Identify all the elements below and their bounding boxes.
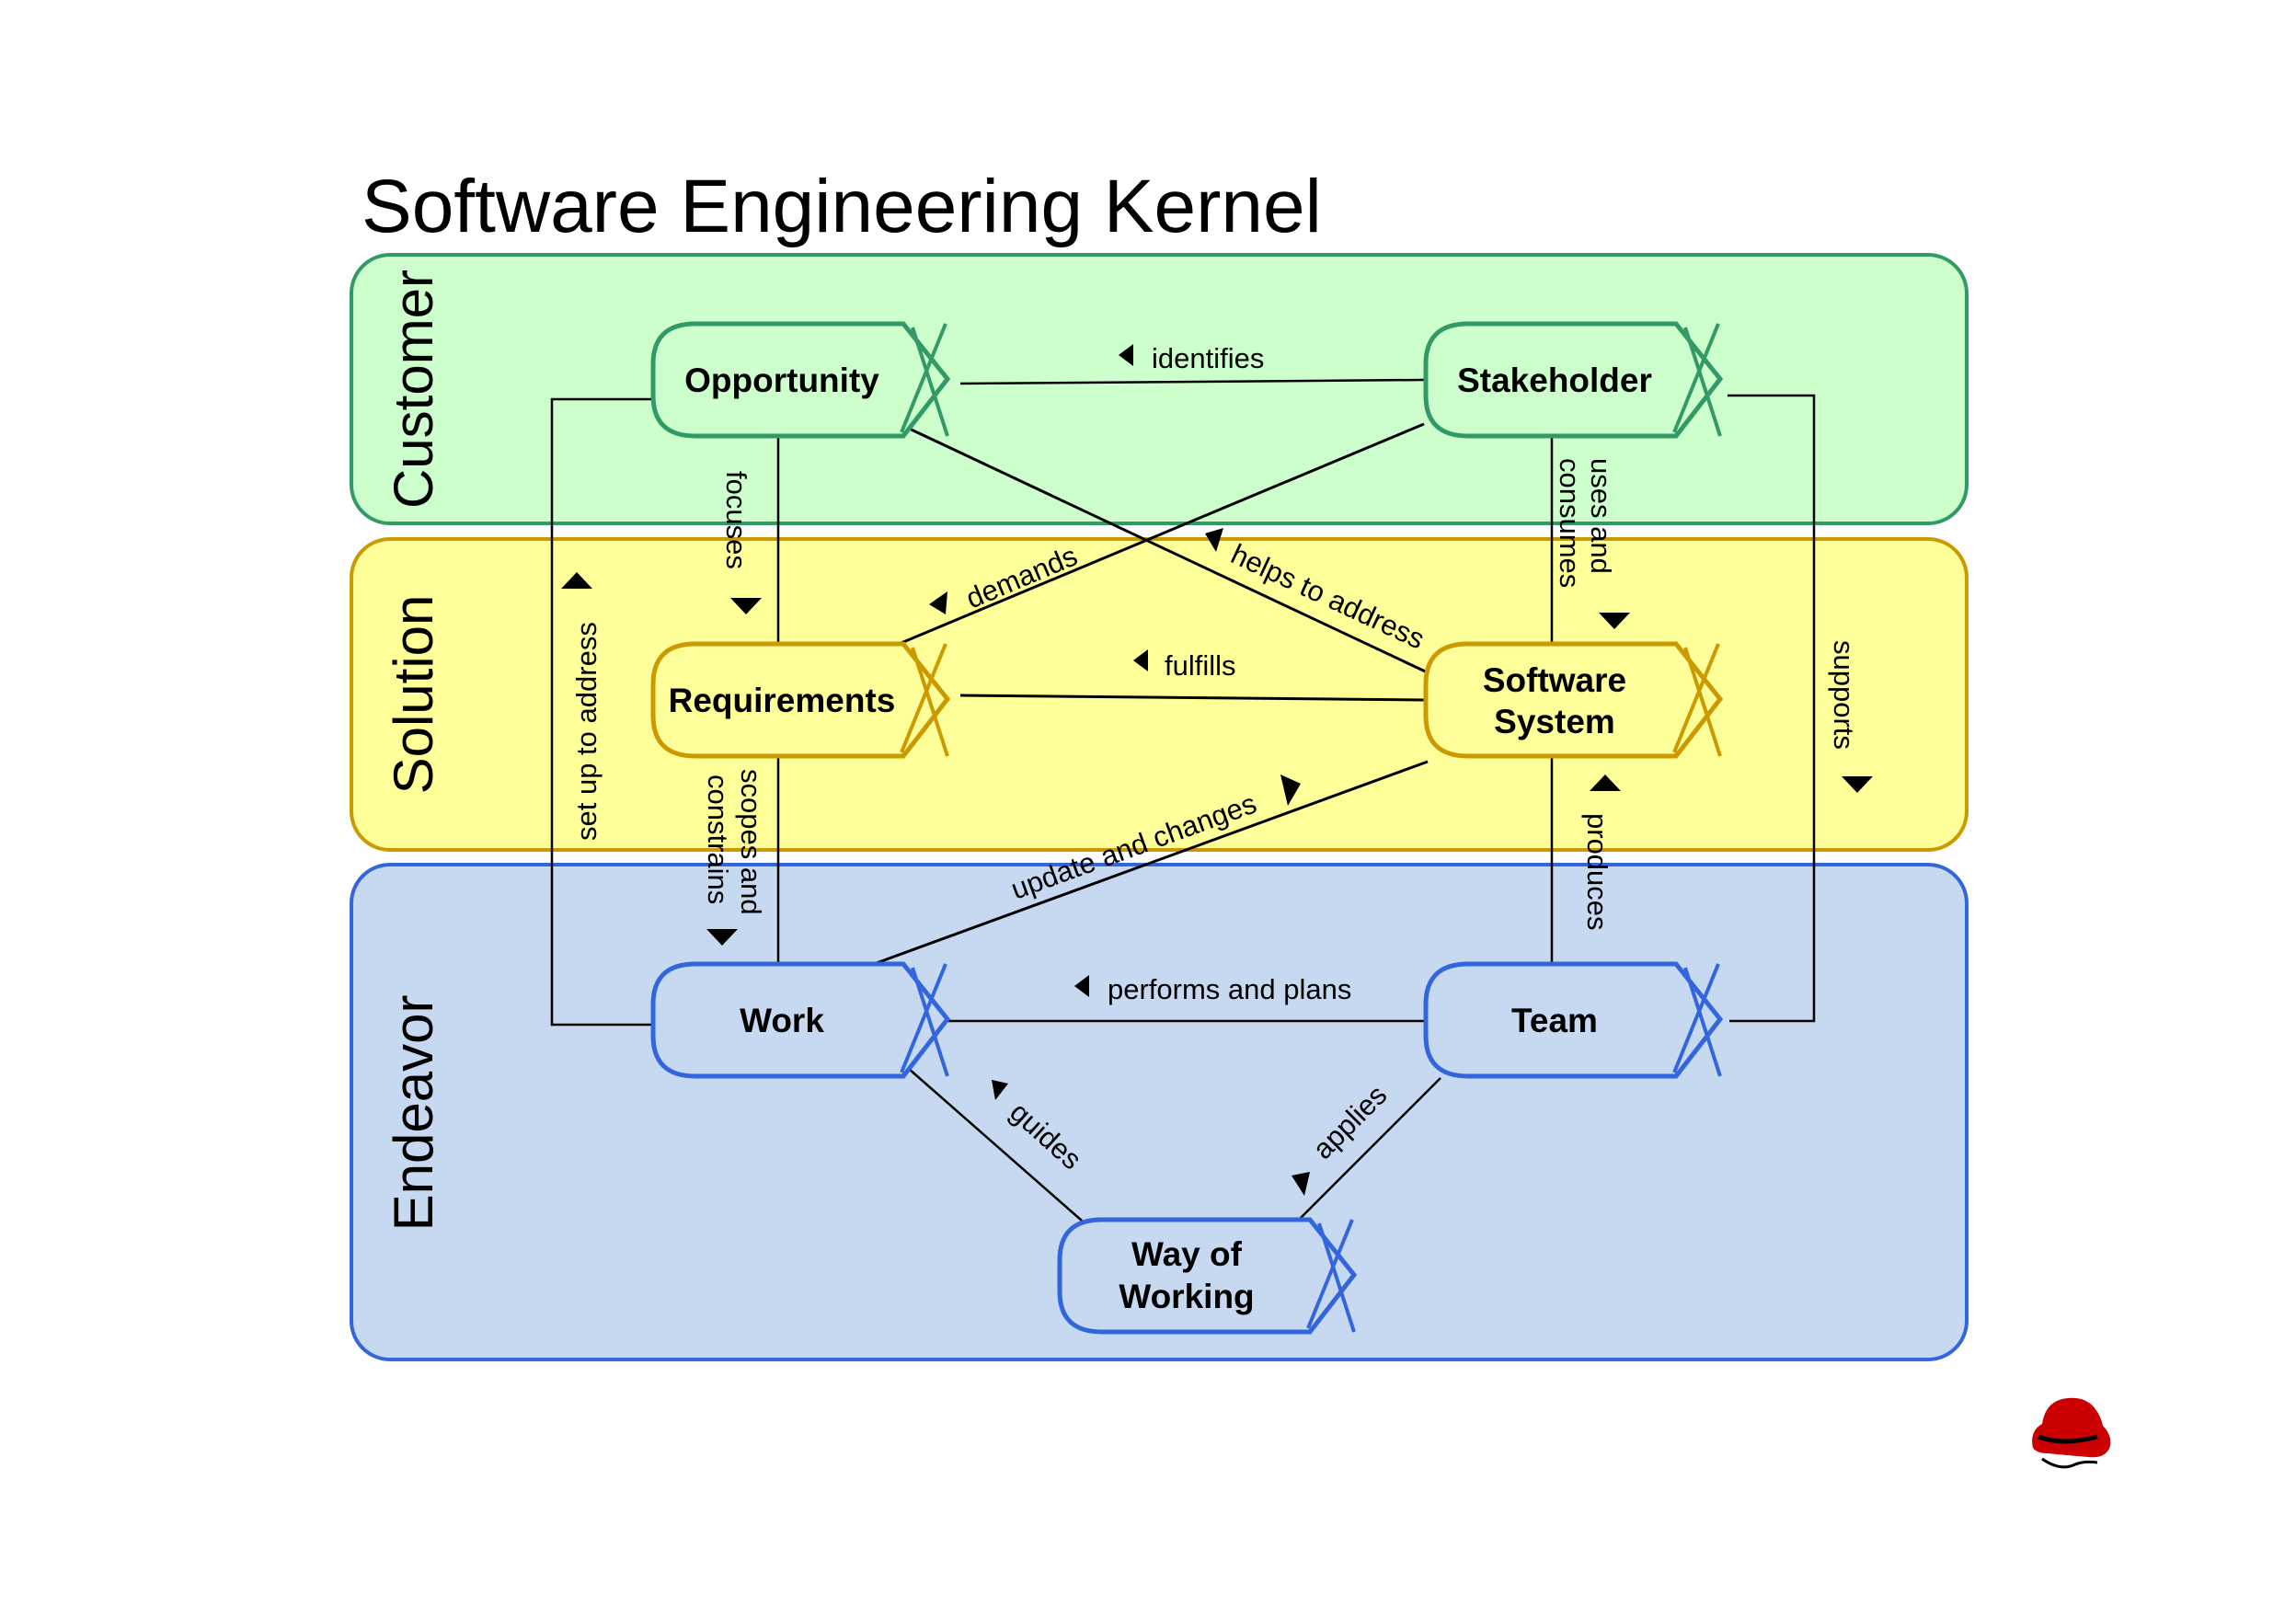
requirements-shape <box>650 641 951 759</box>
opportunity-cross-icon <box>900 323 949 437</box>
line-guides <box>901 1061 1083 1222</box>
alpha-opportunity[interactable]: Opportunity <box>650 321 951 439</box>
line-fulfills <box>959 694 1425 702</box>
endeavor-area-label: Endeavor <box>383 995 444 1232</box>
stakeholder-shape <box>1423 321 1724 439</box>
work-label: Work <box>740 1002 824 1039</box>
alpha-stakeholder[interactable]: Stakeholder <box>1423 321 1724 439</box>
fulfills-label: fulfills <box>1165 649 1236 682</box>
requirements-cross-icon <box>900 643 949 757</box>
customer-area-box <box>350 253 1969 525</box>
work-shape <box>650 961 951 1079</box>
alpha-team[interactable]: Team <box>1423 961 1724 1079</box>
alpha-requirements[interactable]: Requirements <box>650 641 951 759</box>
update-and-changes-arrow-icon <box>1280 774 1301 806</box>
requirements-label: Requirements <box>669 682 896 719</box>
page-title: Software Engineering Kernel <box>362 165 1322 248</box>
performs-and-plans-arrow-icon <box>1074 975 1089 997</box>
area-solution: Solution <box>350 537 1969 852</box>
set-up-to-address-label: set up to address <box>570 622 603 841</box>
scopes-and-constrains-label-2: constrains <box>702 774 734 904</box>
line-helps-to-address <box>901 423 1436 678</box>
software-system-cross-icon <box>1672 643 1722 757</box>
line-demands <box>891 422 1425 648</box>
way-of-working-label-line2: Working <box>1119 1278 1254 1315</box>
line-applies <box>1300 1077 1441 1219</box>
way-of-working-shape <box>1057 1217 1358 1335</box>
stakeholder-label: Stakeholder <box>1457 361 1652 399</box>
helps-to-address-arrow-icon <box>1205 528 1223 552</box>
software-system-label-line1: Software <box>1483 661 1626 699</box>
performs-and-plans-label: performs and plans <box>1108 973 1351 1005</box>
direction-arrows <box>561 344 1873 1196</box>
uses-and-consumes-label-1: uses and <box>1585 458 1617 574</box>
alpha-work[interactable]: Work <box>650 961 951 1079</box>
line-supports <box>1728 394 1816 1023</box>
produces-label: produces <box>1581 813 1613 931</box>
software-system-shape <box>1423 641 1724 759</box>
fulfills-arrow-icon <box>1133 649 1148 671</box>
alpha-software-system[interactable]: Software System <box>1423 641 1724 759</box>
scopes-and-constrains-label-1: scopes and <box>735 769 767 915</box>
alpha-way-of-working[interactable]: Way of Working <box>1057 1217 1358 1335</box>
opportunity-label: Opportunity <box>684 361 879 399</box>
team-cross-icon <box>1672 963 1722 1077</box>
opportunity-shape <box>650 321 951 439</box>
focuses-arrow-icon <box>730 598 762 614</box>
guides-arrow-icon <box>992 1080 1008 1100</box>
team-shape <box>1423 961 1724 1079</box>
solution-area-box <box>350 537 1969 852</box>
set-up-to-address-arrow-icon <box>561 572 592 589</box>
produces-arrow-icon <box>1590 774 1621 791</box>
demands-arrow-icon <box>929 591 947 614</box>
focuses-label: focuses <box>720 471 752 569</box>
scopes-and-constrains-arrow-icon <box>706 929 738 946</box>
red-hat-logo-icon <box>2032 1397 2111 1469</box>
line-identifies <box>959 378 1425 385</box>
solution-area-label: Solution <box>383 595 444 795</box>
area-customer: Customer <box>350 253 1969 525</box>
uses-and-consumes-label-2: consumes <box>1554 458 1586 588</box>
supports-label: supports <box>1828 640 1860 750</box>
line-update-and-changes <box>873 760 1429 966</box>
way-of-working-label-line1: Way of <box>1131 1235 1243 1273</box>
identifies-label: identifies <box>1152 342 1264 374</box>
stakeholder-cross-icon <box>1672 323 1722 437</box>
way-of-working-cross-icon <box>1306 1219 1356 1333</box>
uses-and-consumes-arrow-icon <box>1599 613 1630 629</box>
customer-area-label: Customer <box>383 270 444 509</box>
line-set-up-to-address <box>550 397 651 1027</box>
applies-arrow-icon <box>1292 1172 1310 1196</box>
software-system-label-line2: System <box>1494 703 1615 740</box>
team-label: Team <box>1511 1002 1598 1039</box>
identifies-arrow-icon <box>1119 344 1133 366</box>
supports-arrow-icon <box>1842 776 1873 793</box>
work-cross-icon <box>900 963 949 1077</box>
